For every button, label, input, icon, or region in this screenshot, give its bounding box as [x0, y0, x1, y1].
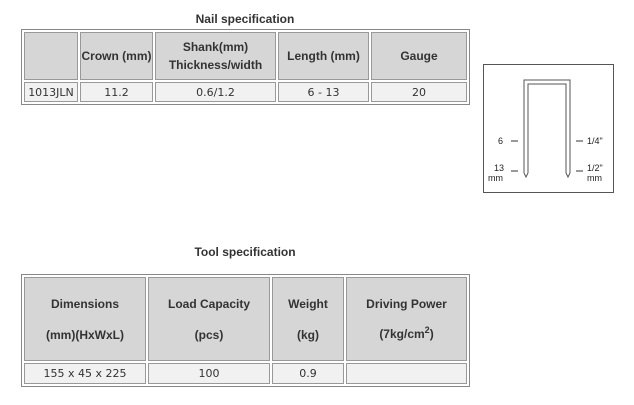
header-power-label: Driving Power: [366, 297, 447, 311]
nail-spec-title: Nail specification: [195, 12, 295, 26]
header-gauge: Gauge: [371, 32, 467, 80]
tool-spec-title: Tool specification: [194, 245, 296, 259]
header-power-unit: (7kg/cm2): [379, 325, 434, 341]
header-driving-power: Driving Power (7kg/cm2): [346, 277, 467, 361]
label-right-unit: mm: [587, 173, 602, 183]
header-load-capacity: Load Capacity (pcs): [148, 277, 270, 361]
cell-dimensions: 155 x 45 x 225: [24, 363, 146, 384]
header-load-label: Load Capacity: [167, 296, 251, 311]
table-row: 1013JLN 11.2 0.6/1.2 6 - 13 20: [24, 82, 467, 102]
header-load-unit: (pcs): [194, 327, 224, 342]
label-right-top: 1/4": [587, 136, 603, 146]
header-weight-label: Weight: [288, 296, 328, 311]
header-model: [24, 32, 78, 80]
cell-gauge: 20: [371, 82, 467, 102]
header-length: Length (mm): [278, 32, 369, 80]
header-shank-line1: Shank(mm): [182, 40, 249, 54]
table-row: 155 x 45 x 225 100 0.9: [24, 363, 467, 384]
label-right-bottom: 1/2": [587, 163, 603, 173]
cell-driving-power: [346, 363, 467, 384]
header-weight-unit: (kg): [297, 327, 319, 342]
header-dimensions-label: Dimensions: [50, 296, 119, 311]
cell-model: 1013JLN: [24, 82, 78, 102]
header-shank-line2: Thickness/width: [168, 58, 263, 72]
cell-shank: 0.6/1.2: [155, 82, 276, 102]
header-shank: Shank(mm) Thickness/width: [155, 32, 276, 80]
cell-load-capacity: 100: [148, 363, 270, 384]
label-left-bottom: 13: [494, 163, 504, 173]
table-header-row: Crown (mm) Shank(mm) Thickness/width Len…: [24, 32, 467, 80]
label-left-top: 6: [498, 136, 503, 146]
label-left-unit: mm: [488, 173, 503, 183]
header-crown: Crown (mm): [80, 32, 153, 80]
staple-diagram: 6 13 mm 1/4" 1/2" mm: [483, 64, 614, 193]
cell-weight: 0.9: [272, 363, 344, 384]
header-weight: Weight (kg): [272, 277, 344, 361]
nail-spec-table: Crown (mm) Shank(mm) Thickness/width Len…: [21, 29, 470, 105]
staple-icon: [523, 79, 571, 179]
cell-length: 6 - 13: [278, 82, 369, 102]
header-dimensions-unit: (mm)(HxWxL): [46, 327, 124, 342]
tool-spec-table: Dimensions (mm)(HxWxL) Load Capacity (pc…: [21, 274, 470, 387]
table-header-row: Dimensions (mm)(HxWxL) Load Capacity (pc…: [24, 277, 467, 361]
header-dimensions: Dimensions (mm)(HxWxL): [24, 277, 146, 361]
cell-crown: 11.2: [80, 82, 153, 102]
